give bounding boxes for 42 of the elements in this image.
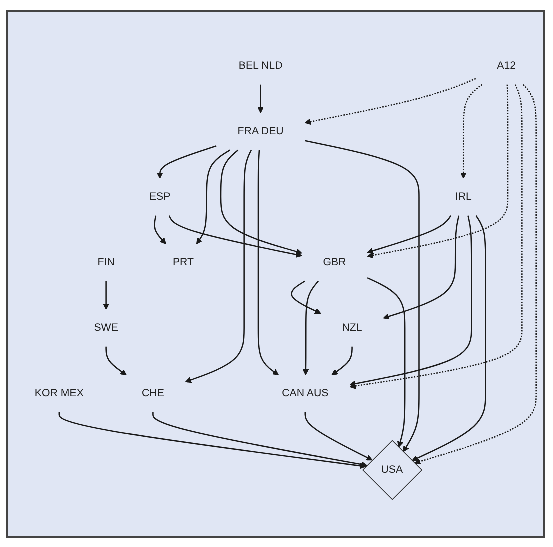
node-text: CAN AUS: [282, 388, 329, 400]
arrow: [367, 216, 452, 254]
arrow: [58, 412, 366, 470]
arrow: [302, 281, 319, 376]
arrow: [154, 216, 166, 245]
arrow: [412, 216, 486, 462]
arrow: [152, 412, 368, 468]
node-text: FRA DEU: [238, 126, 284, 138]
arrow: [414, 84, 537, 466]
node-text: CHE: [142, 388, 164, 400]
arrow: [196, 150, 231, 245]
arrow: [103, 282, 110, 310]
arrow: [367, 278, 406, 448]
arrow: [304, 412, 373, 461]
node-text: ESP: [149, 191, 171, 204]
arrow: [258, 150, 280, 376]
arrow: [185, 150, 252, 384]
diagram-panel: BEL NLD A12 FRA DEU ESP IRL FIN PRT GBR SWE NZL KOR MEX CHE CAN AUS USA: [6, 10, 545, 538]
arrow: [304, 140, 420, 453]
node-text: IRL: [455, 191, 472, 204]
node-text: GBR: [323, 256, 346, 269]
arrow: [258, 85, 264, 114]
node-text: PRT: [172, 256, 194, 269]
arrow: [106, 347, 127, 376]
arrow: [350, 84, 523, 390]
arrow: [168, 216, 302, 258]
arrow: [304, 78, 476, 126]
arrow: [367, 85, 509, 259]
node-text: KOR MEX: [34, 388, 84, 400]
arrow: [332, 347, 353, 376]
arrow: [220, 150, 302, 256]
arrow: [156, 146, 217, 180]
arrow: [350, 216, 472, 388]
node-diamond: [362, 440, 422, 501]
node-text: A12: [497, 60, 516, 72]
node-text: FIN: [98, 256, 115, 269]
arrow: [460, 84, 483, 180]
node-text: SWE: [94, 322, 118, 334]
node-text: BEL NLD: [238, 60, 283, 72]
arrow: [291, 281, 322, 314]
node-text: NZL: [342, 322, 362, 334]
arrow: [383, 216, 460, 320]
